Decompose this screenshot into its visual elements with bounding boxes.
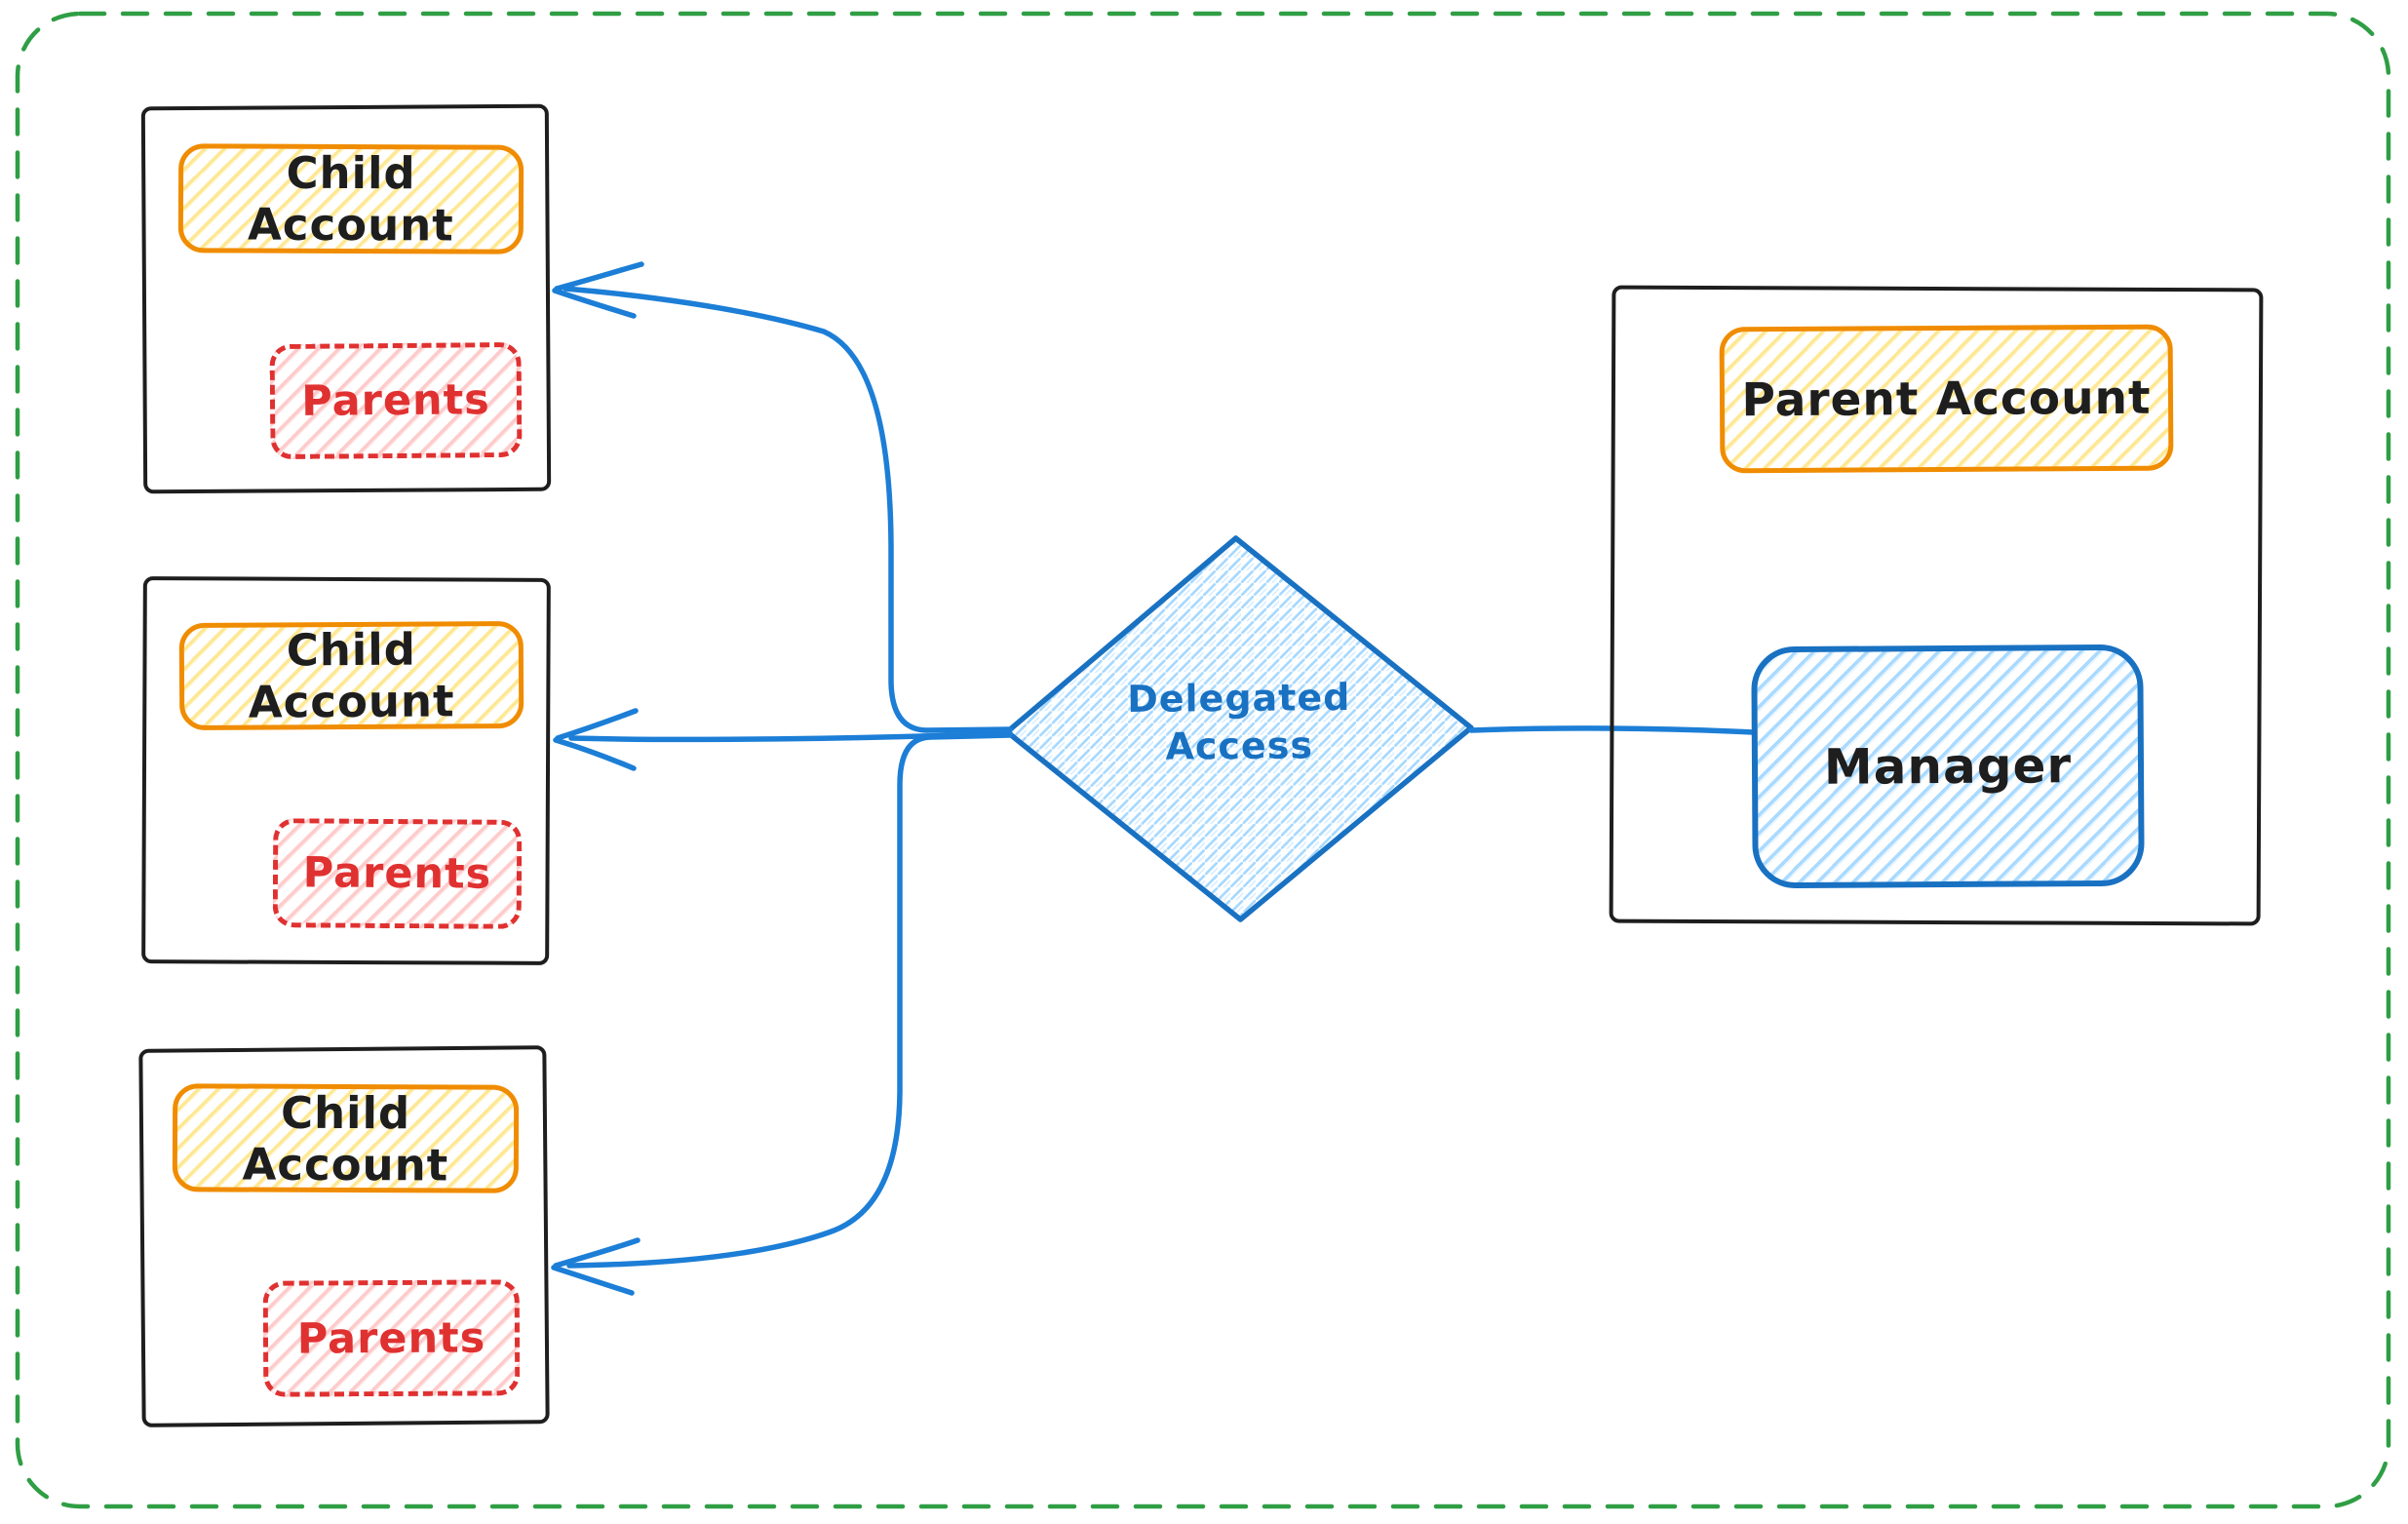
- child-account-label-3: Child Account: [172, 1083, 520, 1193]
- child-account-label-1: Child Account: [177, 143, 524, 254]
- child-account-title-1: Child Account: [247, 146, 454, 252]
- child-account-title-3: Child Account: [242, 1086, 449, 1191]
- parents-pill-2: Parents: [272, 818, 523, 929]
- arrow-to-child-1: [552, 261, 1013, 733]
- parents-pill-1: Parents: [269, 341, 523, 460]
- arrow-to-child-3: [551, 732, 1013, 1296]
- manager-node: Manager: [1751, 644, 2145, 889]
- connector-manager-to-diamond: [1468, 725, 1756, 735]
- parents-label-3: Parents: [296, 1312, 486, 1364]
- arrow-to-child-2: [553, 708, 1013, 771]
- parents-pill-3: Parents: [262, 1279, 521, 1397]
- canvas-dashed-border: [15, 11, 2391, 1509]
- parents-label-2: Parents: [302, 848, 492, 899]
- parent-account-label: Parent Account: [1719, 324, 2174, 474]
- manager-label: Manager: [1823, 737, 2073, 796]
- delegated-access-line1: Delegated: [1127, 676, 1351, 721]
- parent-account-title: Parent Account: [1741, 371, 2152, 427]
- child-account-title-2: Child Account: [248, 623, 455, 728]
- delegated-access-line2: Access: [1165, 723, 1314, 768]
- delegated-access-label: Delegated Access: [1044, 673, 1435, 771]
- child-account-label-2: Child Account: [178, 620, 524, 731]
- parents-label-1: Parents: [301, 375, 490, 426]
